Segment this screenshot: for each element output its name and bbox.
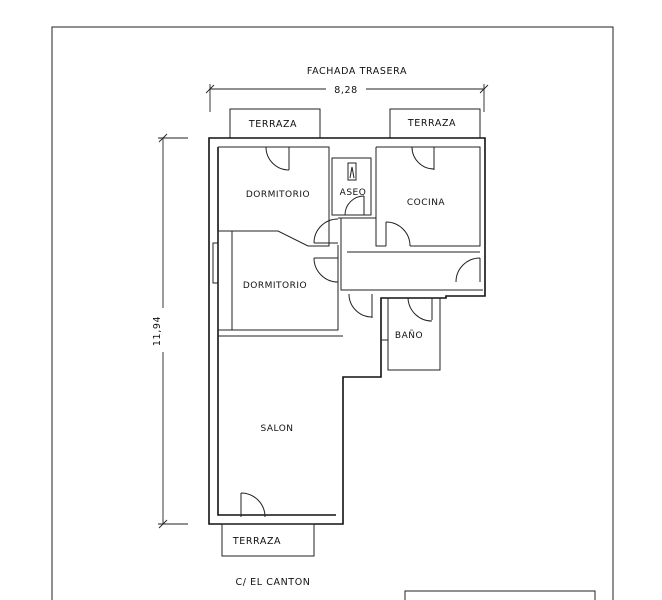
door-entrance [240,492,266,518]
height-dimension: 11,94 [152,316,163,346]
width-dimension-line [205,84,489,112]
door-kitchen-top [411,146,435,170]
door-bedroom-top [265,146,290,171]
door-bedroom-top-hall [313,218,339,244]
terrace-right-top-label: TERRAZA [407,118,456,129]
living-room-label: SALON [260,424,293,434]
inner-wall-line [217,147,336,516]
rear-facade-label: FACHADA TRASERA [307,66,407,77]
street-label: C/ EL CANTON [236,577,311,588]
hallway-walls [338,217,483,291]
terrace-bottom [221,523,315,557]
door-bedroom-mid [313,257,339,283]
toilet-fixture [347,162,357,181]
bathroom-walls [387,298,441,371]
toilet-room [331,157,372,216]
terrace-bottom-label: TERRAZA [232,536,281,547]
door-hall-living [348,293,373,318]
toilet-label: ASEO [340,188,367,198]
window-bedroom-mid [212,242,219,284]
bedroom-top-walls [218,146,330,247]
terrace-left-top-label: TERRAZA [248,119,297,130]
door-hall-east [455,257,481,283]
kitchen-walls [375,146,481,247]
sheet-border [51,26,614,600]
door-kitchen [385,221,411,247]
bathroom-label: BAÑO [395,330,423,341]
title-block [404,590,596,600]
width-dimension: 8,28 [334,85,358,96]
height-dimension-line [158,133,188,529]
bedroom-mid-label: DORMITORIO [243,281,307,291]
bedroom-top-label: DORMITORIO [246,190,310,200]
door-toilet [344,195,365,216]
kitchen-label: COCINA [407,198,446,208]
door-bathroom [407,297,433,322]
